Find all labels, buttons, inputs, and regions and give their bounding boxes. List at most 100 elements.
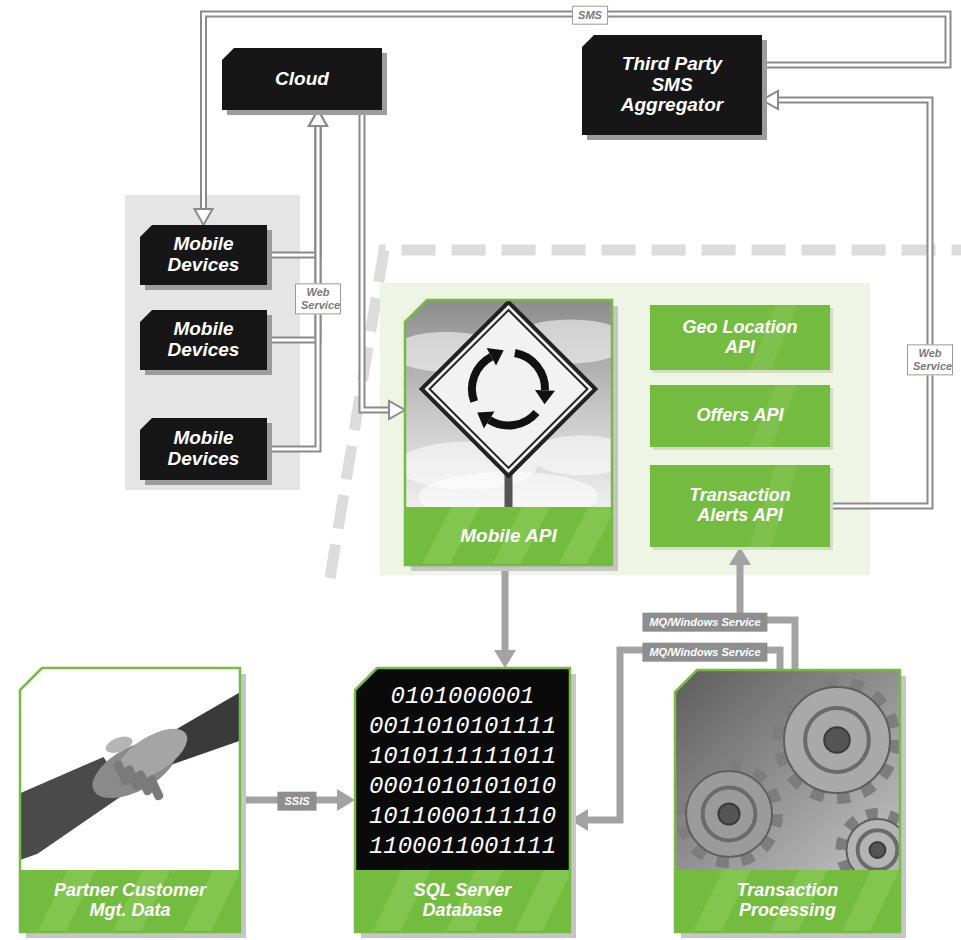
sign-rim — [430, 310, 588, 468]
connector-core — [267, 122, 318, 255]
box-fill — [650, 385, 830, 447]
database-tile: SQL Server Database 010100000100110101011… — [355, 668, 570, 932]
binary-digits: 1011000111110 — [355, 802, 570, 832]
connector — [494, 565, 516, 668]
api-box: Transaction Alerts API — [650, 465, 830, 547]
tile-illustration — [675, 670, 914, 932]
binary-digits: 0011010101111 — [355, 712, 570, 742]
edge-label: MQ/Windows Service — [642, 643, 767, 662]
device-box: Mobile Devices — [140, 225, 267, 285]
node-label: Mobile Devices — [146, 319, 261, 361]
device-box: Mobile Devices — [140, 418, 267, 480]
api-box: Offers API — [650, 385, 830, 447]
gear-body — [686, 771, 772, 857]
sign-arrow — [472, 357, 491, 402]
box-fill — [140, 418, 267, 480]
arrowhead — [494, 650, 516, 668]
node-label: Transaction Processing — [703, 881, 873, 921]
binary-digits: 1100011001111 — [355, 832, 570, 862]
connector-core — [362, 110, 393, 410]
node-label: Offers API — [696, 406, 783, 426]
node-label: Partner Customer Mgt. Data — [45, 881, 215, 921]
edge-label: SMS — [572, 6, 608, 25]
binary-digits: 0001010101010 — [355, 772, 570, 802]
label-band: Partner Customer Mgt. Data — [20, 870, 240, 932]
arrowhead — [389, 401, 405, 419]
tile-border — [355, 668, 570, 932]
tile-border — [20, 668, 240, 932]
node-label: SQL Server Database — [388, 881, 538, 921]
box-fill — [222, 48, 382, 110]
node-label: Mobile Devices — [146, 428, 261, 470]
sign-arrowhead — [535, 390, 555, 404]
box-fill — [140, 310, 267, 370]
connector — [240, 789, 355, 811]
label-band: SQL Server Database — [355, 870, 570, 932]
label-band: Transaction Processing — [675, 870, 900, 932]
connector-line — [267, 122, 318, 255]
gear-teeth — [681, 766, 777, 862]
sign-arrowhead — [477, 411, 494, 428]
connector — [195, 14, 949, 225]
edge-label: Web Service — [907, 344, 953, 375]
band-stripe — [183, 870, 241, 932]
edge-label: Web Service — [295, 283, 341, 314]
connector — [267, 110, 327, 449]
node-label: Transaction Alerts API — [665, 486, 815, 526]
sign-plate — [422, 302, 596, 476]
device-box: Mobile Devices — [140, 310, 267, 370]
process-tile: Transaction Processing — [675, 670, 900, 932]
arrowhead — [337, 789, 355, 811]
api-box: Geo Location API — [650, 305, 830, 370]
node-label: Geo Location API — [670, 318, 810, 358]
sign-arrow — [515, 353, 545, 390]
box-stripe — [749, 305, 798, 370]
tile-illustration — [355, 668, 572, 932]
band-stripe — [842, 870, 900, 932]
data-tile: Partner Customer Mgt. Data — [20, 668, 240, 932]
edge-label: MQ/Windows Service — [642, 613, 767, 632]
thumb — [103, 733, 134, 756]
tile-border — [675, 670, 900, 932]
box-fill — [650, 305, 830, 370]
connector-line — [362, 110, 393, 410]
connector-line — [502, 565, 509, 654]
node-label: Cloud — [275, 69, 329, 90]
gear-teeth — [779, 682, 895, 798]
band-stripe — [514, 870, 572, 932]
node-label: Mobile API — [460, 526, 556, 547]
cloud-box: Cloud — [222, 48, 382, 110]
node-label: Third Party SMS Aggregator — [612, 54, 732, 117]
node-label: Mobile Devices — [146, 234, 261, 276]
screen-ground — [355, 668, 570, 870]
tile-border — [405, 300, 612, 565]
gear-ring — [805, 708, 869, 772]
gear-hub — [824, 727, 850, 753]
tile-illustration — [391, 300, 631, 565]
tile-illustration — [20, 668, 241, 932]
band-stripe — [38, 870, 96, 932]
gear-ring — [703, 788, 756, 841]
edge-label: SSIS — [277, 792, 316, 811]
binary-digits: 0101000001 — [355, 682, 570, 712]
gear-body — [784, 687, 890, 793]
photo-ground — [20, 668, 240, 870]
band-stripe — [372, 870, 430, 932]
tile-band — [20, 870, 240, 932]
binary-digits: 1010111111011 — [355, 742, 570, 772]
gear-ring — [858, 830, 898, 870]
arrowhead — [195, 209, 213, 225]
box-fill — [650, 465, 830, 547]
gear-hub — [718, 803, 739, 824]
aggregator-box: Third Party SMS Aggregator — [582, 35, 762, 135]
api-panel — [380, 283, 870, 575]
api-tile: Mobile API — [405, 300, 612, 565]
boundary-dash — [330, 250, 961, 578]
sign-arrow — [489, 412, 536, 425]
box-fill — [582, 35, 762, 135]
box-fill — [140, 225, 267, 285]
sign-arrowhead — [487, 348, 504, 366]
binary-block: 0101000001001101010111110101111110110001… — [355, 682, 570, 862]
connector — [362, 110, 405, 419]
